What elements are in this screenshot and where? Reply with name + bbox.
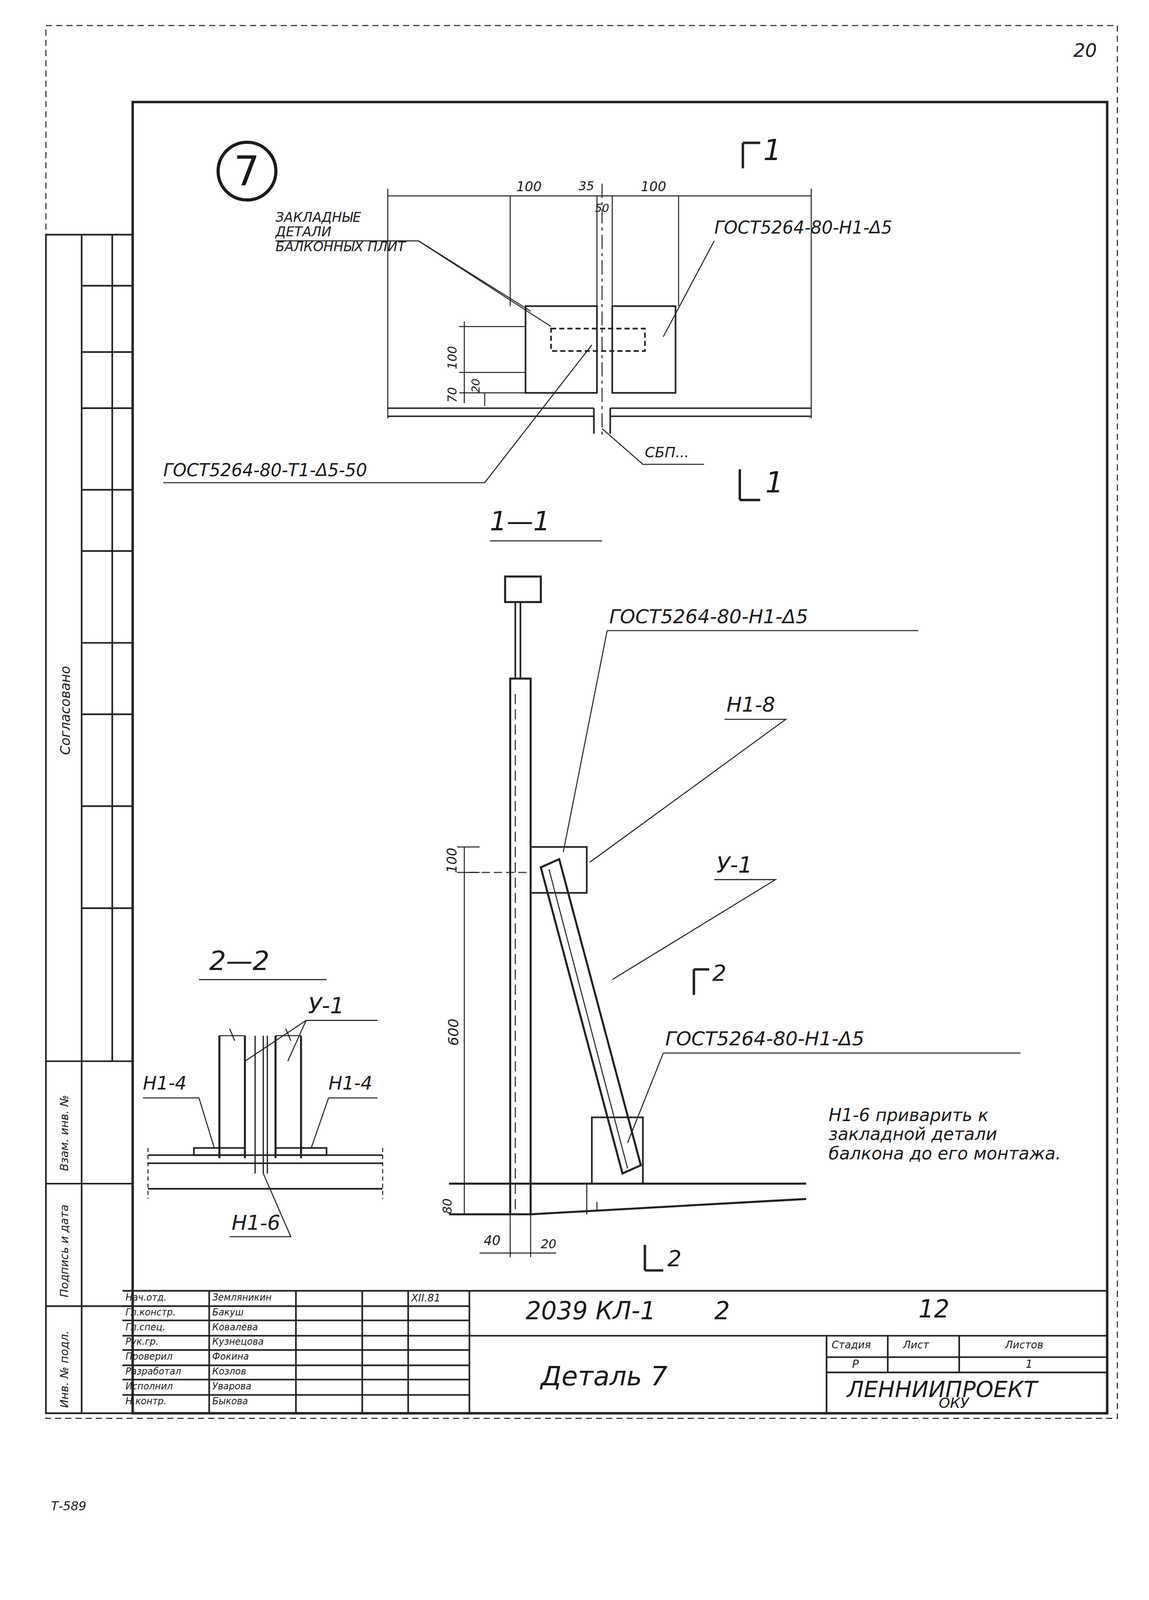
detail-callout: 7 [216,140,278,202]
weld-note: ГОСТ5264-80-Т1-Δ5-50 [163,461,368,480]
weld-note: ГОСТ5264-80-Н1-Δ5 [609,606,808,628]
weld-note: ГОСТ5264-80-Н1-Δ5 [665,1028,865,1050]
stamp-name: Земляникин [212,1292,272,1303]
stamp-name: Козлов [212,1366,246,1377]
stamp-head: Листов [1005,1339,1043,1352]
archive-number: Т-589 [50,1499,87,1514]
dimension: 20 [469,378,482,393]
section-mark: 2 [667,1246,682,1272]
dimension: 70 [445,387,460,404]
dimension: 20 [540,1237,557,1252]
stamp-head: Стадия [831,1339,872,1352]
part-name: У-1 [308,993,345,1019]
stamp-head: Лист [903,1339,929,1352]
drawing-code: 2 [714,1297,730,1325]
stamp-label: Подпись и дата [58,1204,71,1298]
part-name: Н1-4 [143,1073,187,1094]
organization: ОКУ [938,1395,970,1412]
stamp-role: Нач.отд. [125,1292,167,1303]
dimension: 100 [516,179,542,194]
note: Н1-6 приварить к закладной детали балкон… [828,1106,1064,1164]
stamp-cell: Р [852,1358,859,1371]
section-mark: 2 [712,961,727,987]
dimension: 100 [444,848,460,874]
stamp-name: Кузнецова [212,1337,264,1348]
dimension: 80 [440,1198,455,1215]
section-title: 2—2 [209,946,270,977]
stamp-name: Уварова [212,1381,252,1392]
stamp-label: Согласовано [58,665,73,755]
dimension: 50 [595,202,610,215]
stamp-role: Гл.спец. [125,1322,166,1333]
section-mark: 1 [765,467,784,499]
stamp-label: Взам. инв. № [58,1095,71,1172]
part-name: Н1-6 [231,1212,281,1235]
dimension: 100 [445,346,460,370]
part-name: У-1 [716,853,753,878]
drawing-title: Деталь 7 [540,1362,668,1392]
stamp-name: Фокина [212,1352,249,1362]
weld-note: ГОСТ5264-80-Н1-Δ5 [714,218,892,238]
part-name: Н1-8 [726,693,776,717]
part-name: Н1-4 [328,1073,373,1094]
part-name: СБП... [645,444,690,461]
stamp-role: Проверил [125,1352,173,1362]
stamp-role: Разработал [125,1366,181,1377]
part-note: ЗАКЛАДНЫЕ ДЕТАЛИ БАЛКОННЫХ ПЛИТ [275,210,419,254]
stamp-name: Бакуш [212,1307,244,1318]
dimension: 35 [578,179,595,194]
section-mark: 1 [763,134,782,167]
drawing-code: 12 [918,1296,950,1324]
stamp-role: Н.контр. [125,1396,167,1407]
section-title: 1—1 [489,507,551,537]
dimension: 100 [641,179,667,194]
dimension: 600 [445,1018,462,1046]
stamp-name: Быкова [212,1396,248,1407]
drawing-code: 2039 КЛ-1 [525,1297,656,1325]
dimension: 40 [483,1233,501,1249]
stamp-label: Инв. № подл. [58,1330,71,1409]
stamp-name: Ковалева [212,1322,258,1333]
stamp-role: Гл.констр. [125,1307,176,1318]
stamp-date: XII.81 [411,1292,441,1305]
stamp-role: Исполнил [125,1381,173,1392]
sheet-number: 20 [1073,40,1098,61]
stamp-role: Рук.гр. [125,1337,159,1348]
stamp-cell: 1 [1025,1358,1033,1371]
callout-number: 7 [233,147,260,195]
